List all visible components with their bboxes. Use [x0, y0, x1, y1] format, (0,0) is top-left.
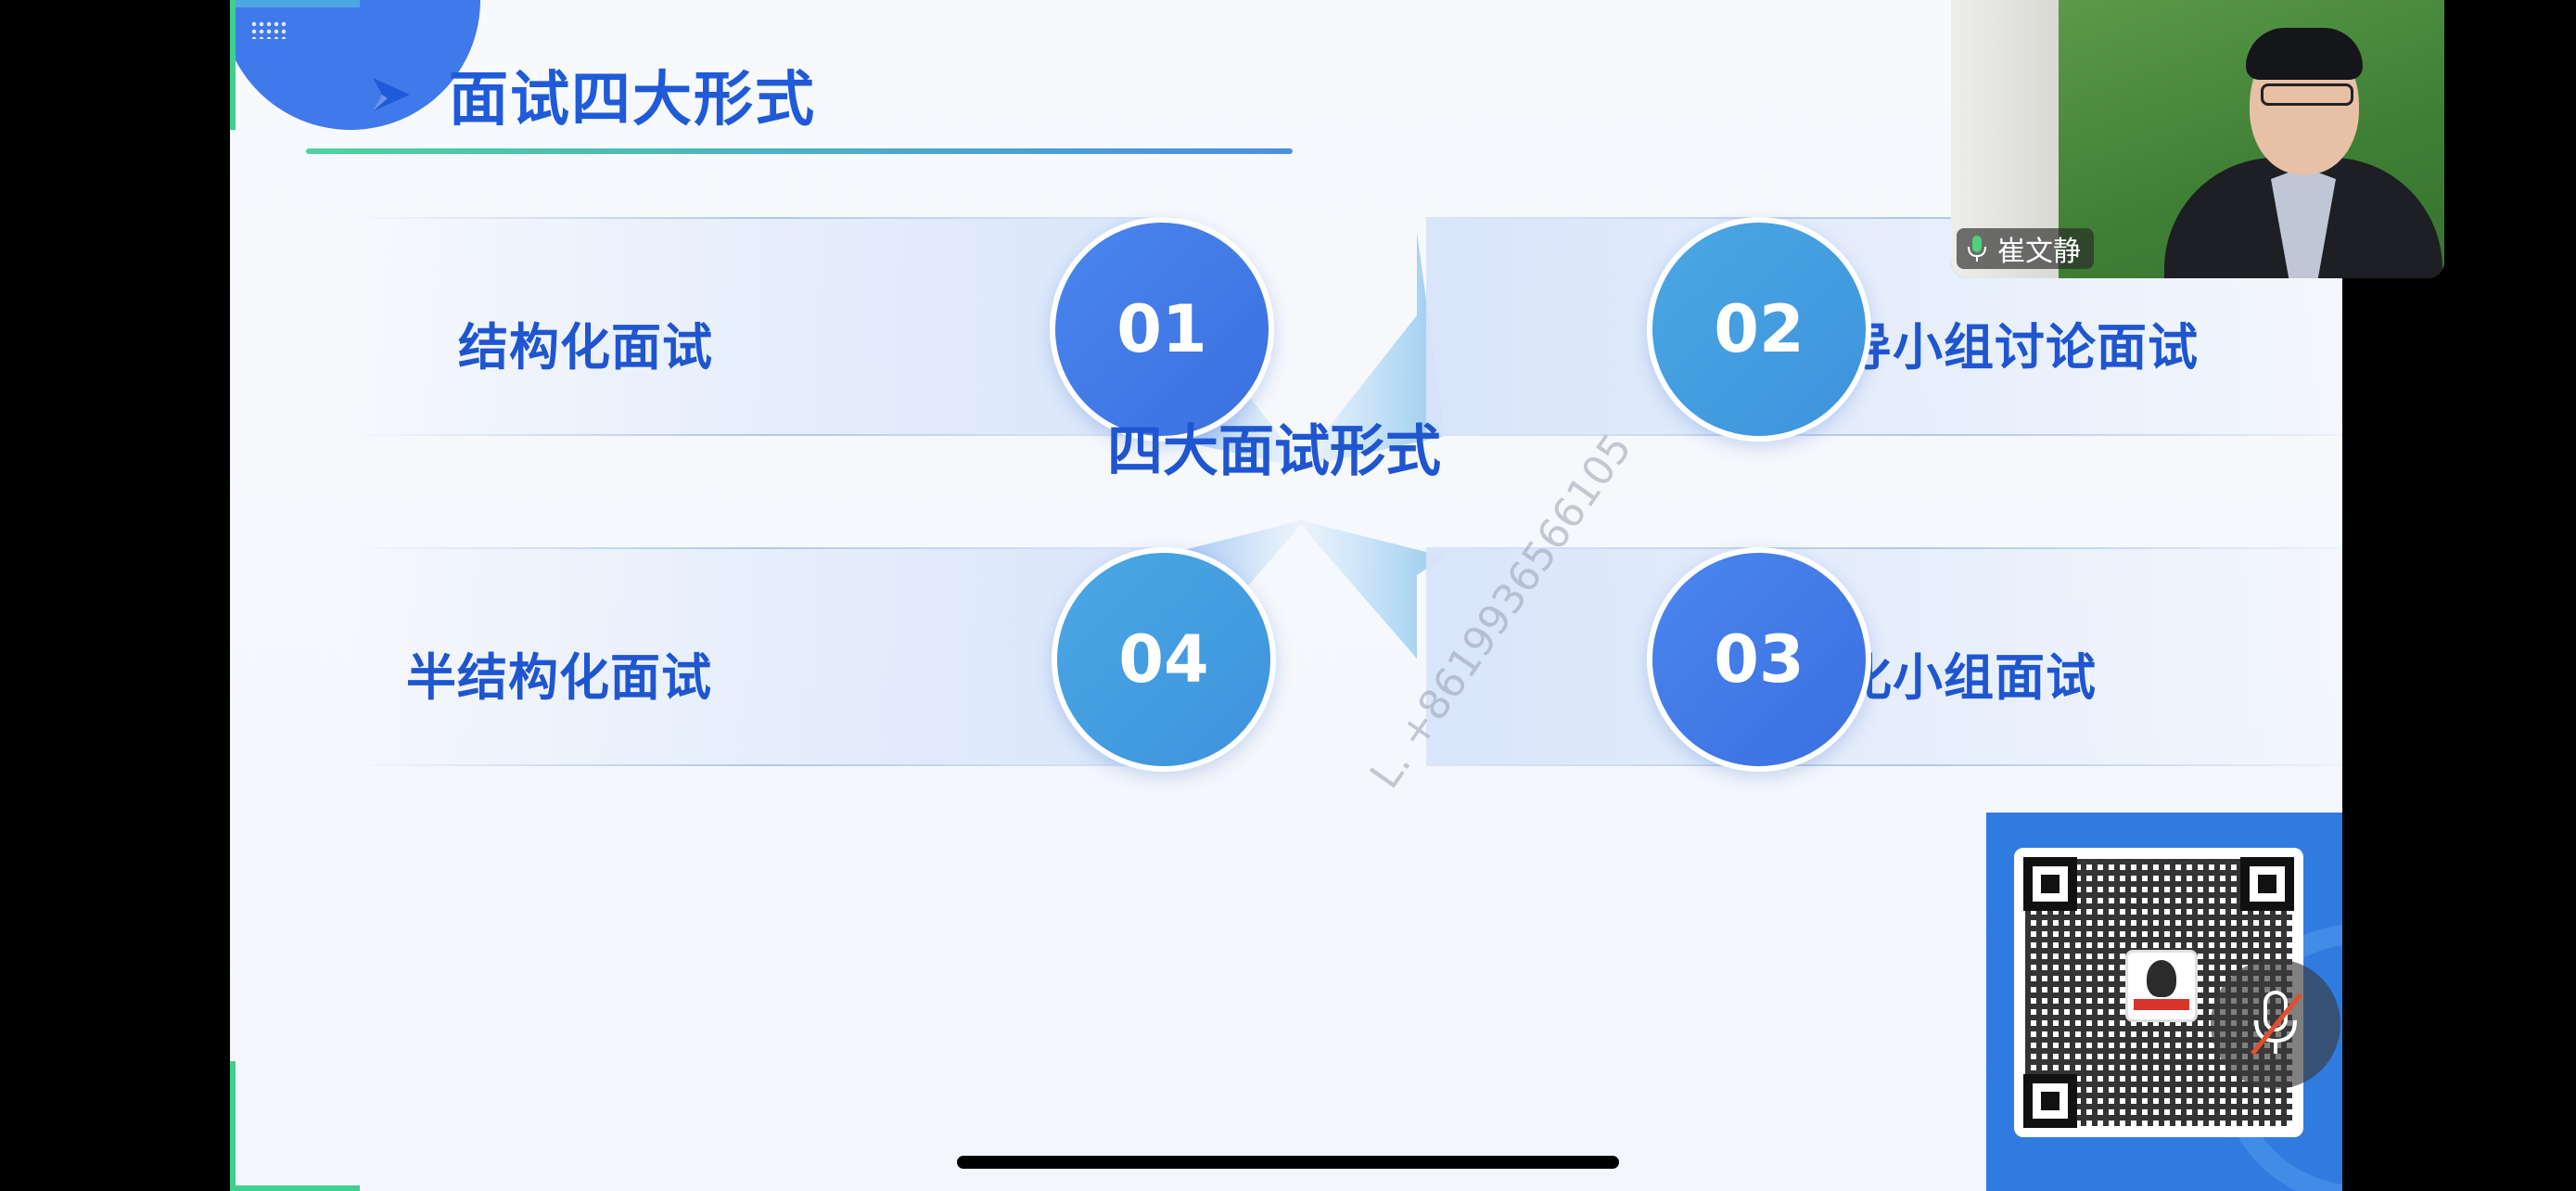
qr-center-logo	[2125, 950, 2198, 1022]
number-circle-04: 04	[1052, 547, 1276, 772]
four-forms-diagram: 结构化面试 01 无领导小组讨论面试 02 半结构化面试 04 结构化小组面试	[230, 0, 2342, 1191]
center-label: 四大面试形式	[1107, 419, 1441, 484]
participant-glasses	[2261, 83, 2353, 106]
qr-finder-top-right	[2240, 857, 2294, 911]
dots-decoration	[250, 20, 287, 39]
corner-decoration-side	[230, 0, 236, 130]
mute-microphone-icon	[2251, 991, 2302, 1056]
microphone-icon	[1968, 236, 1986, 262]
band-item-01	[351, 217, 1176, 436]
qr-finder-bottom-left	[2023, 1074, 2077, 1128]
number-circle-01: 01	[1050, 217, 1274, 442]
qr-logo-person	[2147, 960, 2176, 997]
corner-decoration-bottom-left-h	[230, 1185, 360, 1191]
slide-title: 面试四大形式	[449, 66, 816, 134]
corner-decoration-bar	[230, 0, 360, 7]
participant-name-tag: 崔文静	[1957, 228, 2094, 269]
participant-video-tile[interactable]: 崔文静	[1951, 0, 2444, 278]
number-circle-02: 02	[1647, 217, 1871, 442]
title-underline	[306, 148, 1293, 154]
qr-finder-top-left	[2023, 857, 2077, 911]
slide-title-row: 面试四大形式	[369, 58, 816, 134]
mute-button[interactable]	[2211, 959, 2340, 1089]
band-item-04	[351, 547, 1176, 766]
number-circle-03: 03	[1647, 547, 1871, 772]
play-arrow-icon	[373, 78, 410, 111]
corner-decoration-bottom-left	[230, 1061, 236, 1191]
band-item-03	[1426, 547, 2342, 766]
qr-logo-banner	[2134, 999, 2189, 1010]
form-label-04: 半结构化面试	[406, 648, 712, 707]
form-label-01: 结构化面试	[458, 318, 713, 377]
participant-hair	[2246, 28, 2363, 80]
participant-name: 崔文静	[1997, 236, 2081, 268]
home-indicator	[957, 1156, 1619, 1169]
